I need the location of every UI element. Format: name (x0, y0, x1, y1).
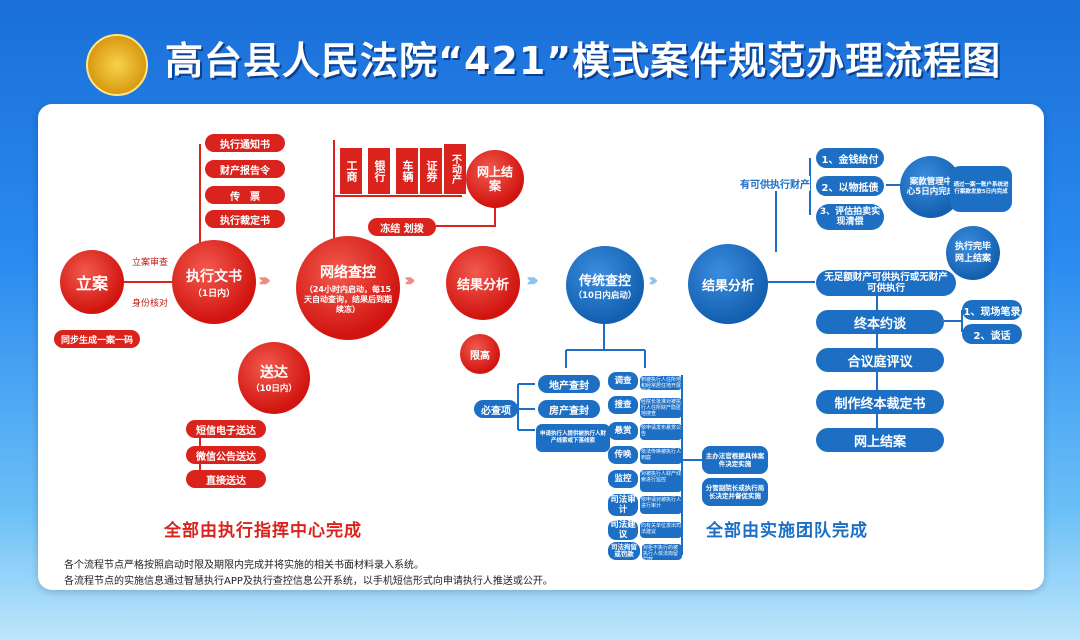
lane-audit-desc: 依申请对被执行人进行审计 (640, 496, 682, 514)
lane-audit[interactable]: 司法审计 (608, 494, 638, 516)
service-direct[interactable]: 直接送达 (186, 470, 266, 488)
freeze-transfer: 冻结 划拨 (368, 218, 436, 236)
inquiry-realestate: 不动产 (444, 144, 466, 194)
lane-advice[interactable]: 司法建议 (608, 520, 638, 540)
lane-monitor-desc: 对被执行人财产线索进行监控 (640, 470, 682, 492)
has-property-label: 有可供执行财产 (740, 176, 810, 191)
doc-property-report[interactable]: 财产报告令 (205, 160, 285, 178)
president-decides: 分管副院长或执行局长决定并督促实施 (702, 478, 768, 506)
filing-note-review: 立案审查 (132, 258, 169, 268)
lane-summon[interactable]: 传唤 (608, 446, 638, 464)
lane-search-desc: 经院长批准对被执行人住所财产隐匿地搜查 (640, 398, 682, 418)
talk-record[interactable]: 1、现场笔录 (962, 300, 1022, 320)
network-control-desc: （24小时内启动，每15天自动查询，结果后到期续冻） (304, 284, 392, 314)
arrow-chevrons: ››››› (526, 270, 539, 291)
inquiry-securities: 证券 (420, 148, 442, 194)
result-analysis-1[interactable]: 结果分析 (446, 246, 520, 320)
done-node[interactable]: 执行完毕网上结案 (946, 226, 1000, 280)
step-in-kind[interactable]: 2、以物抵债 (816, 176, 884, 196)
bar-terminal-talk[interactable]: 终本约谈 (816, 310, 944, 334)
traditional-control-label: 传统查控 (578, 273, 631, 289)
check-land[interactable]: 地产查封 (538, 375, 600, 393)
doc-summons[interactable]: 传 票 (205, 186, 285, 204)
court-emblem-icon (86, 34, 148, 96)
right-footer: 全部由实施团队完成 (706, 521, 868, 541)
step-money[interactable]: 1、金钱给付 (816, 148, 884, 168)
arrow-chevrons: ››››› (258, 270, 271, 291)
network-control-label: 网络查控 (320, 264, 376, 281)
bar-online-close[interactable]: 网上结案 (816, 428, 944, 452)
sync-case-code: 同步生成一案一码 (54, 330, 140, 348)
lane-summon-desc: 依法传唤被执行人到庭 (640, 448, 682, 464)
bar-panel-review[interactable]: 合议庭评议 (816, 348, 944, 372)
traditional-control-deadline: （10日内启动） (573, 290, 637, 301)
filing-note-identity: 身份核对 (132, 299, 169, 309)
result-analysis-1-label: 结果分析 (456, 277, 509, 293)
doc-ruling[interactable]: 执行裁定书 (205, 210, 285, 228)
traditional-control-node[interactable]: 传统查控 （10日内启动） (566, 246, 644, 324)
inquiry-bank: 银行 (368, 148, 390, 194)
left-footer: 全部由执行指挥中心完成 (164, 521, 362, 541)
network-control-node[interactable]: 网络查控 （24小时内启动，每15天自动查询，结果后到期续冻） (296, 236, 400, 340)
lane-investigate-desc: 到被执行人住所地和经常居住地开展调查 (640, 376, 682, 390)
service-node[interactable]: 送达 （10日内） (238, 342, 310, 414)
note-1: 各个流程节点严格按照启动时限及期限内完成并将实施的相关书面材料录入系统。 (64, 560, 424, 571)
lane-reward-desc: 依申请发布悬赏公告 (640, 424, 682, 440)
enforcement-docs-label: 执行文书 (186, 268, 242, 285)
lane-reward[interactable]: 悬赏 (608, 422, 638, 440)
service-sms[interactable]: 短信电子送达 (186, 420, 266, 438)
no-property-bar: 无足额财产可供执行或无财产可供执行 (816, 270, 956, 296)
limit-high-node[interactable]: 限高 (460, 334, 500, 374)
lane-monitor[interactable]: 监控 (608, 470, 638, 488)
result-analysis-2-label: 结果分析 (701, 278, 754, 294)
filing-node[interactable]: 立案 (60, 250, 124, 314)
lane-advice-desc: 向有关单位发出司法建议 (640, 522, 682, 538)
lane-search[interactable]: 搜查 (608, 396, 638, 414)
online-close-node[interactable]: 网上结案 (466, 150, 524, 208)
doc-notice[interactable]: 执行通知书 (205, 134, 285, 152)
arrow-chevrons: ›››› (404, 270, 415, 291)
bar-terminal-ruling[interactable]: 制作终本裁定书 (816, 390, 944, 414)
check-house[interactable]: 房产查封 (538, 400, 600, 418)
result-analysis-2[interactable]: 结果分析 (688, 244, 768, 324)
lane-detention-desc: 对拒不执行的被执行人依法拘留罚款 (642, 544, 682, 560)
fund-note: 通过一案一账户系统进行案款发放5日内完成 (950, 166, 1012, 212)
arrow-chevrons: ››› (648, 270, 659, 291)
lane-investigate[interactable]: 调查 (608, 372, 638, 390)
filing-label: 立案 (75, 274, 108, 293)
service-deadline: （10日内） (251, 384, 297, 394)
service-wechat[interactable]: 微信公告送达 (186, 446, 266, 464)
inquiry-vehicle: 车辆 (396, 148, 418, 194)
note-2: 各流程节点的实施信息通过智慧执行APP及执行查控信息公开系统，以手机短信形式向申… (64, 576, 553, 587)
service-label: 送达 (260, 365, 288, 381)
page-title: 高台县人民法院“421”模式案件规范办理流程图 (165, 39, 1002, 83)
inquiry-commerce: 工商 (340, 148, 362, 194)
enforcement-docs-deadline: （1日内） (192, 288, 236, 299)
traditional-measures: 调查 到被执行人住所地和经常居住地开展调查 搜查 经院长批准对被执行人住所财产隐… (608, 372, 682, 560)
talk-interview[interactable]: 2、谈话 (962, 324, 1022, 344)
lane-detention[interactable]: 司法拘留或罚款 (608, 542, 640, 560)
must-check-label: 必查项 (474, 400, 518, 418)
enforcement-docs-node[interactable]: 执行文书 （1日内） (172, 240, 256, 324)
judge-decides: 主办法官根据具体案件决定实施 (702, 446, 768, 474)
check-clue[interactable]: 申请执行人提供被执行人财产线索或下落线索 (536, 424, 610, 452)
step-auction[interactable]: 3、评估拍卖实现清偿 (816, 204, 884, 230)
